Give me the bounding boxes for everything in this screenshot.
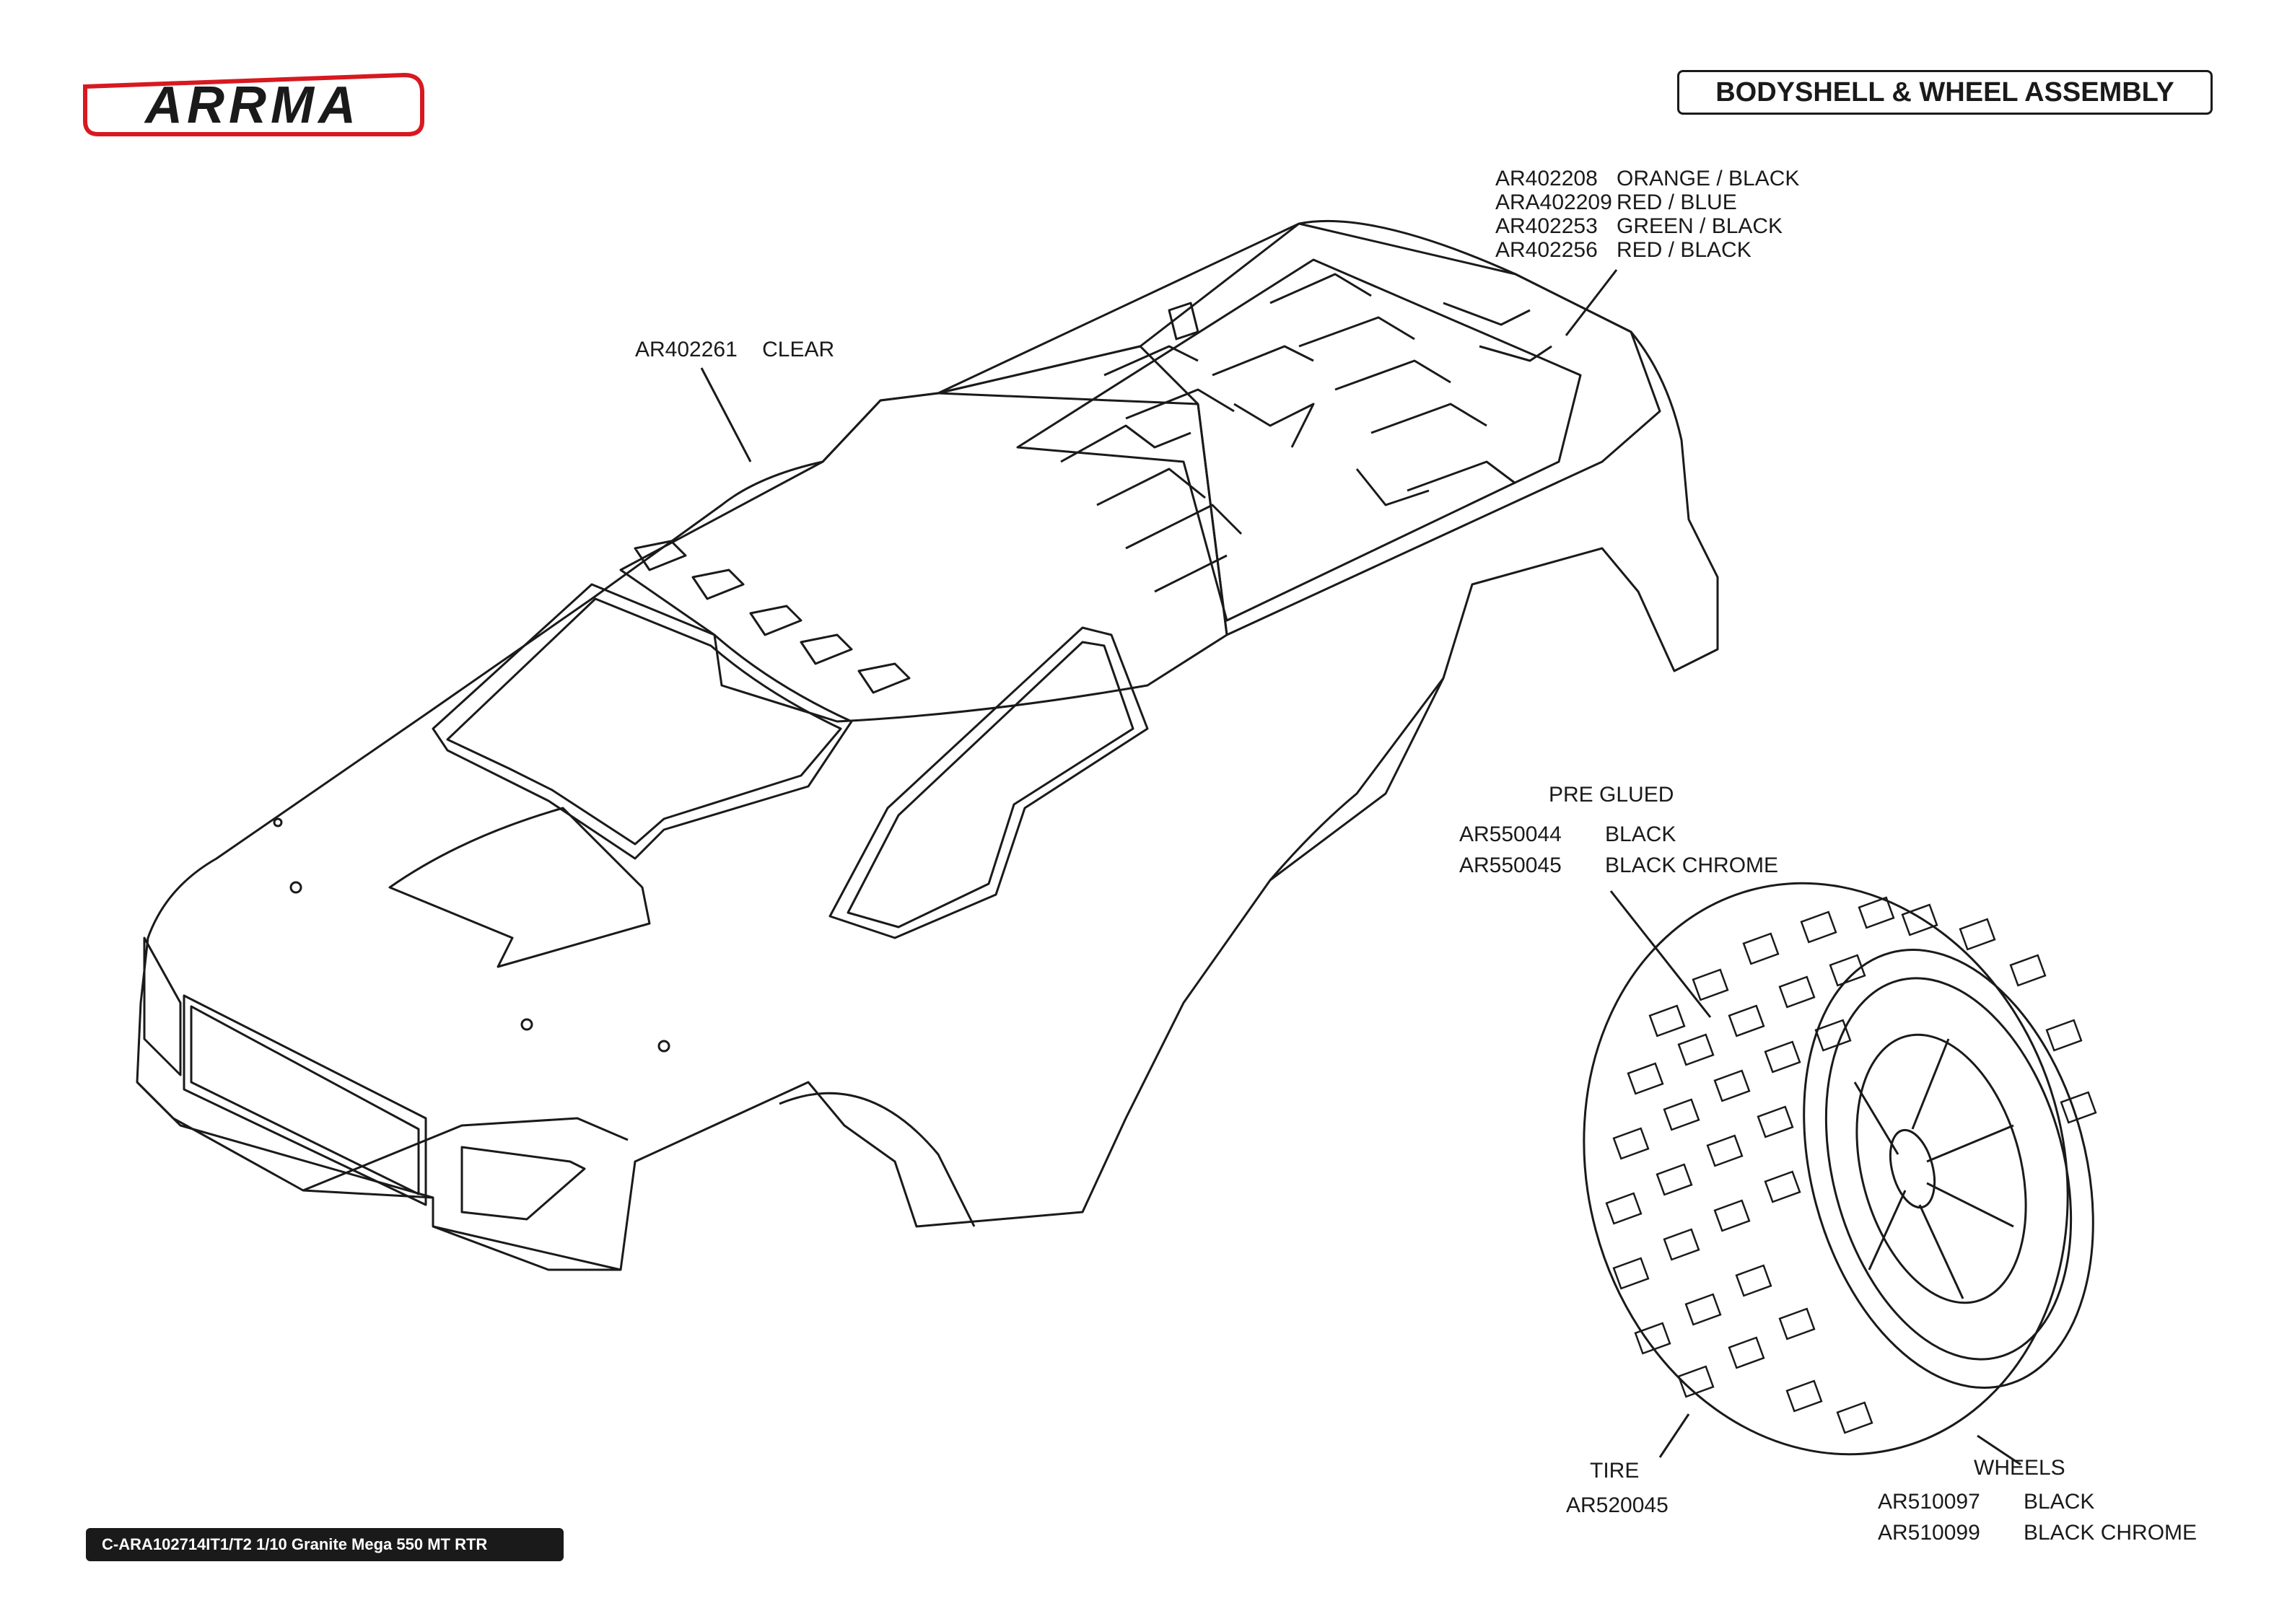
part-desc: CLEAR (762, 338, 835, 361)
list-item: AR402208 ORANGE / BLACK (1495, 167, 1799, 190)
arrma-logo: ARRMA (83, 72, 424, 136)
list-item: AR402253 GREEN / BLACK (1495, 214, 1783, 238)
model-footer: C-ARA102714IT1/T2 1/10 Granite Mega 550 … (86, 1528, 564, 1561)
clear-body-label: AR402261 CLEAR (635, 338, 834, 362)
wheel-tire-drawing (1583, 882, 2097, 1456)
part-desc: BLACK CHROME (2024, 1521, 2198, 1545)
bodyshell-outline (136, 219, 1719, 1271)
part-code: AR402208 (1495, 167, 1598, 190)
part-desc: BLACK (2024, 1490, 2095, 1514)
wheel-item: AR510097 BLACK (1878, 1490, 2094, 1514)
part-code: AR510097 (1878, 1490, 1980, 1514)
wheel-item: AR510099 BLACK CHROME (1878, 1521, 2197, 1545)
part-desc: RED / BLUE (1617, 190, 1737, 214)
wheels-label: WHEELS (1974, 1456, 2065, 1480)
part-code: ARA402209 (1495, 190, 1612, 214)
part-desc: BLACK CHROME (1605, 853, 1779, 877)
leader-lines (700, 269, 2021, 1466)
part-desc: GREEN / BLACK (1617, 214, 1783, 238)
page-title: BODYSHELL & WHEEL ASSEMBLY (1677, 70, 2213, 115)
part-code: AR510099 (1878, 1521, 1980, 1545)
part-desc: RED / BLACK (1617, 238, 1752, 262)
pre-glued-item: AR550045 BLACK CHROME (1459, 853, 1778, 877)
pre-glued-label: PRE GLUED (1549, 783, 1674, 807)
part-code: AR402256 (1495, 238, 1598, 262)
part-desc: BLACK (1605, 822, 1676, 846)
part-code: AR550045 (1459, 853, 1562, 877)
part-code: AR402253 (1495, 214, 1598, 238)
list-item: AR402256 RED / BLACK (1495, 238, 1752, 262)
pre-glued-item: AR550044 BLACK (1459, 822, 1676, 846)
svg-text:ARRMA: ARRMA (144, 76, 360, 134)
tire-code: AR520045 (1566, 1493, 1669, 1517)
part-code: AR550044 (1459, 822, 1562, 846)
part-desc: ORANGE / BLACK (1617, 167, 1800, 190)
part-code: AR402261 (635, 338, 738, 361)
tire-label: TIRE (1590, 1459, 1640, 1483)
